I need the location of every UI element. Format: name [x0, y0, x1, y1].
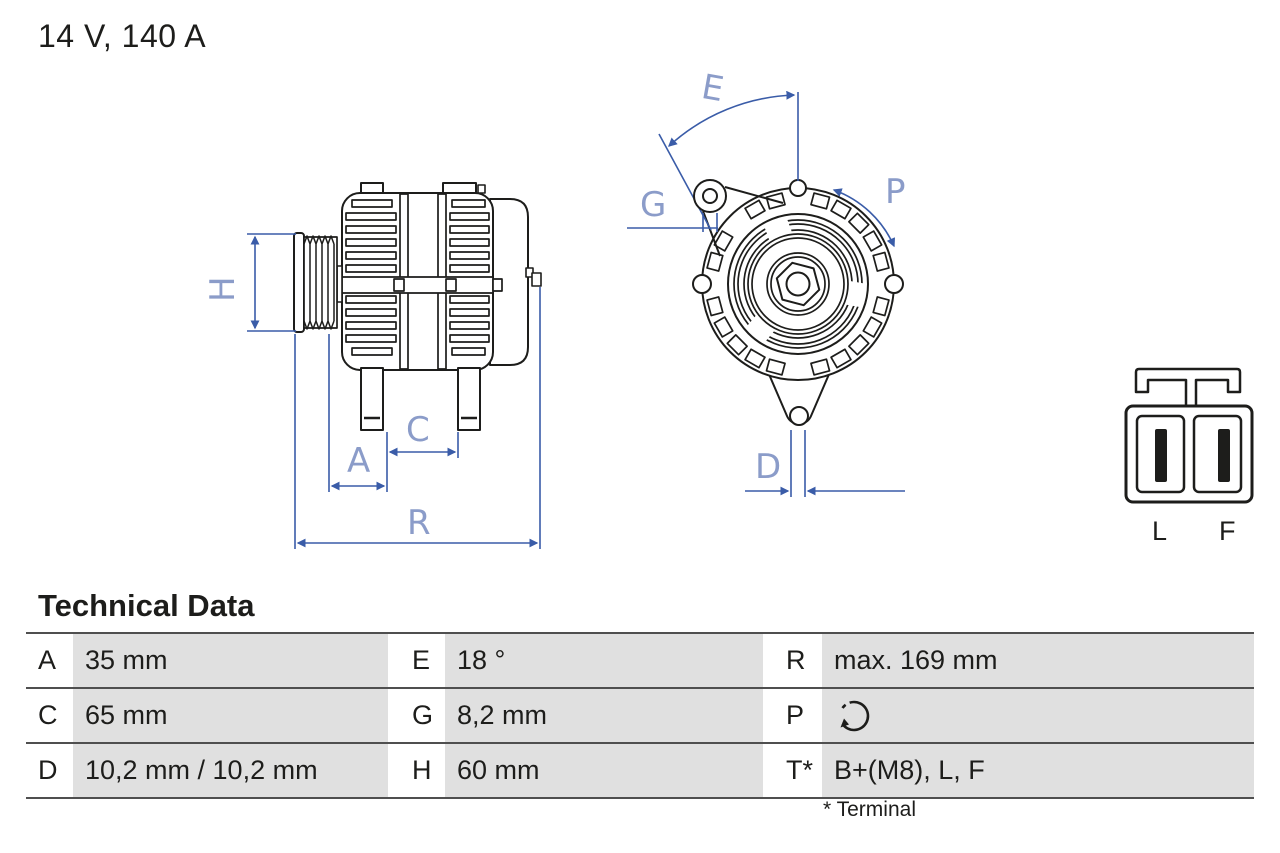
- dim-key-c: C: [26, 689, 73, 742]
- table-row: A 35 mm E 18 ° R max. 169 mm: [26, 634, 1254, 689]
- dim-label-D: D: [755, 447, 781, 487]
- technical-data-section: Technical Data A 35 mm E 18 ° R max. 169…: [26, 586, 1254, 821]
- table-row: D 10,2 mm / 10,2 mm H 60 mm T* B+(M8), L…: [26, 744, 1254, 799]
- technical-data-table: A 35 mm E 18 ° R max. 169 mm C 65 mm G 8…: [26, 632, 1254, 799]
- dim-label-P: P: [885, 172, 906, 212]
- dim-E-arc: [668, 90, 796, 147]
- dim-D-extension-lines: [790, 430, 806, 497]
- dim-value-p: [822, 689, 1254, 742]
- dim-key-h: H: [388, 744, 445, 797]
- dim-label-R: R: [407, 503, 431, 543]
- connector-clip: [1134, 367, 1242, 408]
- front-view-drawing: [692, 179, 904, 426]
- dim-key-p: P: [763, 689, 822, 742]
- dim-key-a: A: [26, 634, 73, 687]
- dim-key-g: G: [388, 689, 445, 742]
- dim-label-C: C: [406, 410, 430, 450]
- connector-cavity-l: [1135, 414, 1186, 494]
- connector-housing: [1124, 404, 1254, 504]
- rotation-direction-icon: [840, 700, 870, 731]
- page-title: 14 V, 140 A: [38, 18, 207, 54]
- dim-value-e: 18 °: [445, 634, 763, 687]
- dim-key-t: T*: [763, 744, 822, 797]
- dim-value-d: 10,2 mm / 10,2 mm: [73, 744, 388, 797]
- alternator-illustration: H A C R: [203, 67, 1254, 549]
- dim-key-r: R: [763, 634, 822, 687]
- dim-value-g: 8,2 mm: [445, 689, 763, 742]
- dim-value-h: 60 mm: [445, 744, 763, 797]
- front-view-dimensions-2: [627, 188, 905, 497]
- dim-label-E: E: [699, 67, 727, 110]
- dim-label-A: A: [347, 441, 370, 481]
- table-row: C 65 mm G 8,2 mm P: [26, 689, 1254, 744]
- dim-key-e: E: [388, 634, 445, 687]
- dim-label-H: H: [203, 276, 243, 302]
- technical-data-heading: Technical Data: [38, 588, 255, 623]
- terminal-connector-drawing: [1124, 367, 1254, 504]
- dim-value-t: B+(M8), L, F: [822, 744, 1254, 797]
- dim-extension-lines: [294, 287, 541, 549]
- dim-key-d: D: [26, 744, 73, 797]
- connector-cavity-f: [1192, 414, 1243, 494]
- connector-pin-label-l: L: [1152, 516, 1167, 546]
- dim-value-c: 65 mm: [73, 689, 388, 742]
- terminal-blade-f: [1218, 429, 1230, 482]
- connector-pin-label-f: F: [1219, 516, 1236, 546]
- front-view-top-lug: [693, 179, 727, 213]
- dim-G-lines: [627, 213, 718, 232]
- dim-P-rotation-arrow: [832, 188, 896, 248]
- side-view-drawing: [293, 182, 542, 431]
- dim-label-G: G: [640, 185, 666, 225]
- terminal-blade-l: [1155, 429, 1167, 482]
- dim-H-extension-lines: [247, 233, 296, 332]
- dim-value-a: 35 mm: [73, 634, 388, 687]
- terminal-footnote: * Terminal: [823, 798, 916, 821]
- dim-value-r: max. 169 mm: [822, 634, 1254, 687]
- side-view-dimensions: [247, 233, 541, 549]
